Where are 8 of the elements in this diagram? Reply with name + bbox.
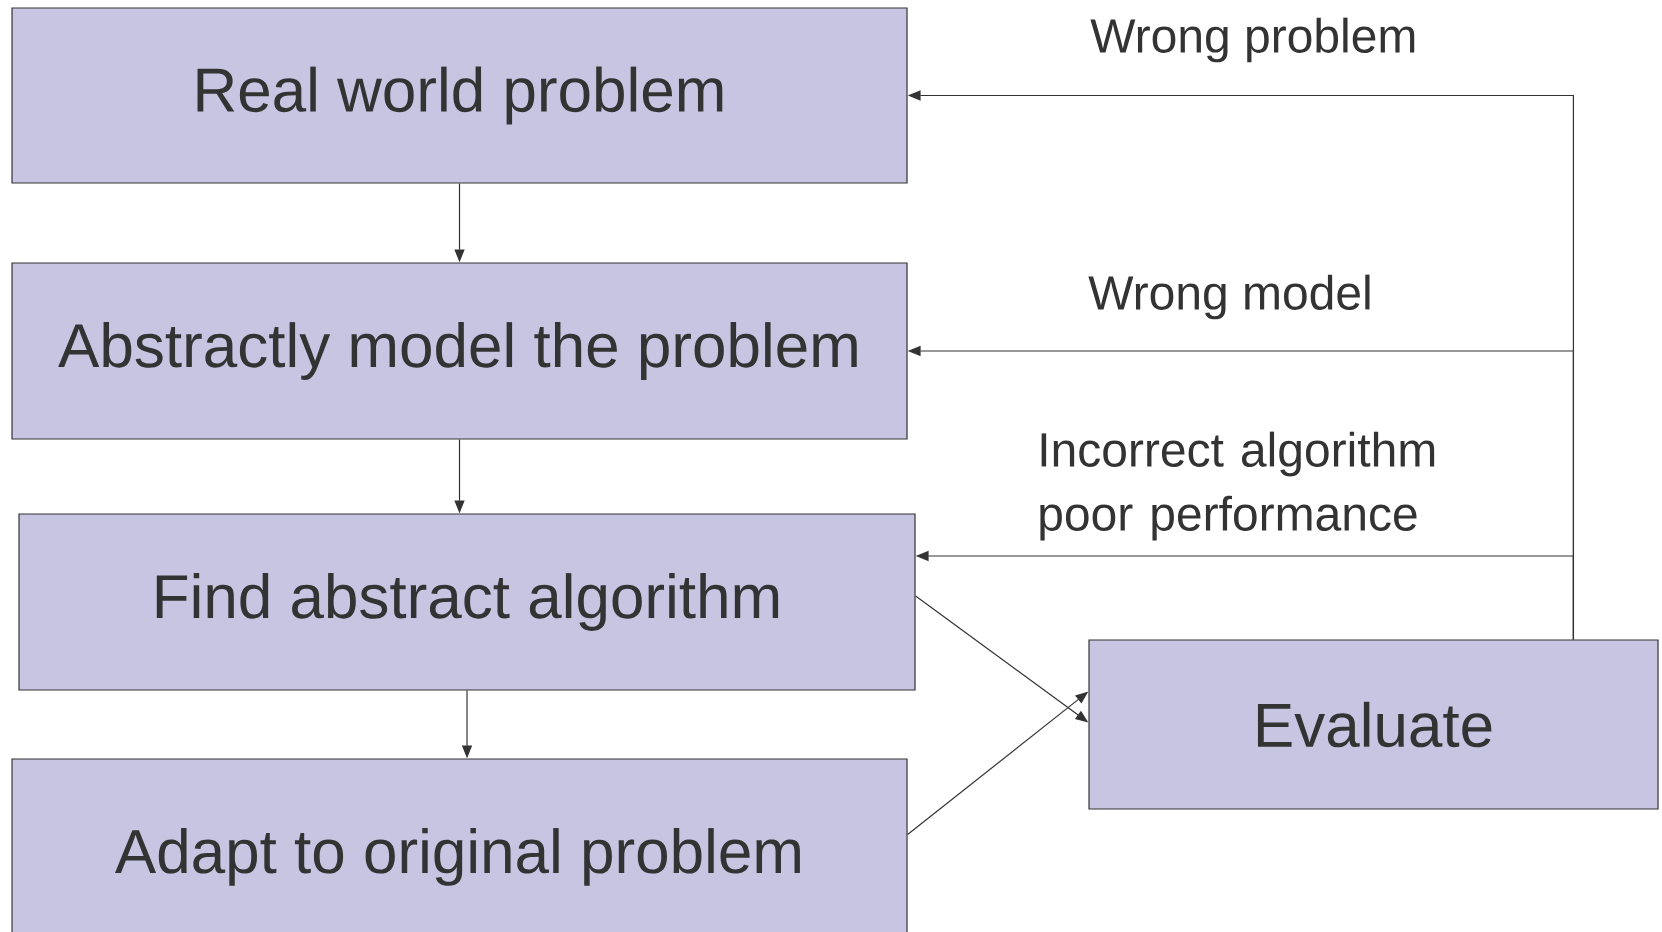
- edge-label: Wrong problem: [1090, 17, 1415, 63]
- process-box: Abstractly model the problem: [11, 262, 908, 440]
- process-box: Real world problem: [11, 7, 908, 184]
- edge-label: Wrong model: [1088, 274, 1370, 320]
- evaluate-box: Evaluate: [1088, 639, 1659, 810]
- edge-label: Incorrect algorithm poor performance: [1040, 431, 1435, 541]
- process-box: Find abstract algorithm: [18, 513, 916, 691]
- process-box: Adapt to original problem: [11, 758, 908, 932]
